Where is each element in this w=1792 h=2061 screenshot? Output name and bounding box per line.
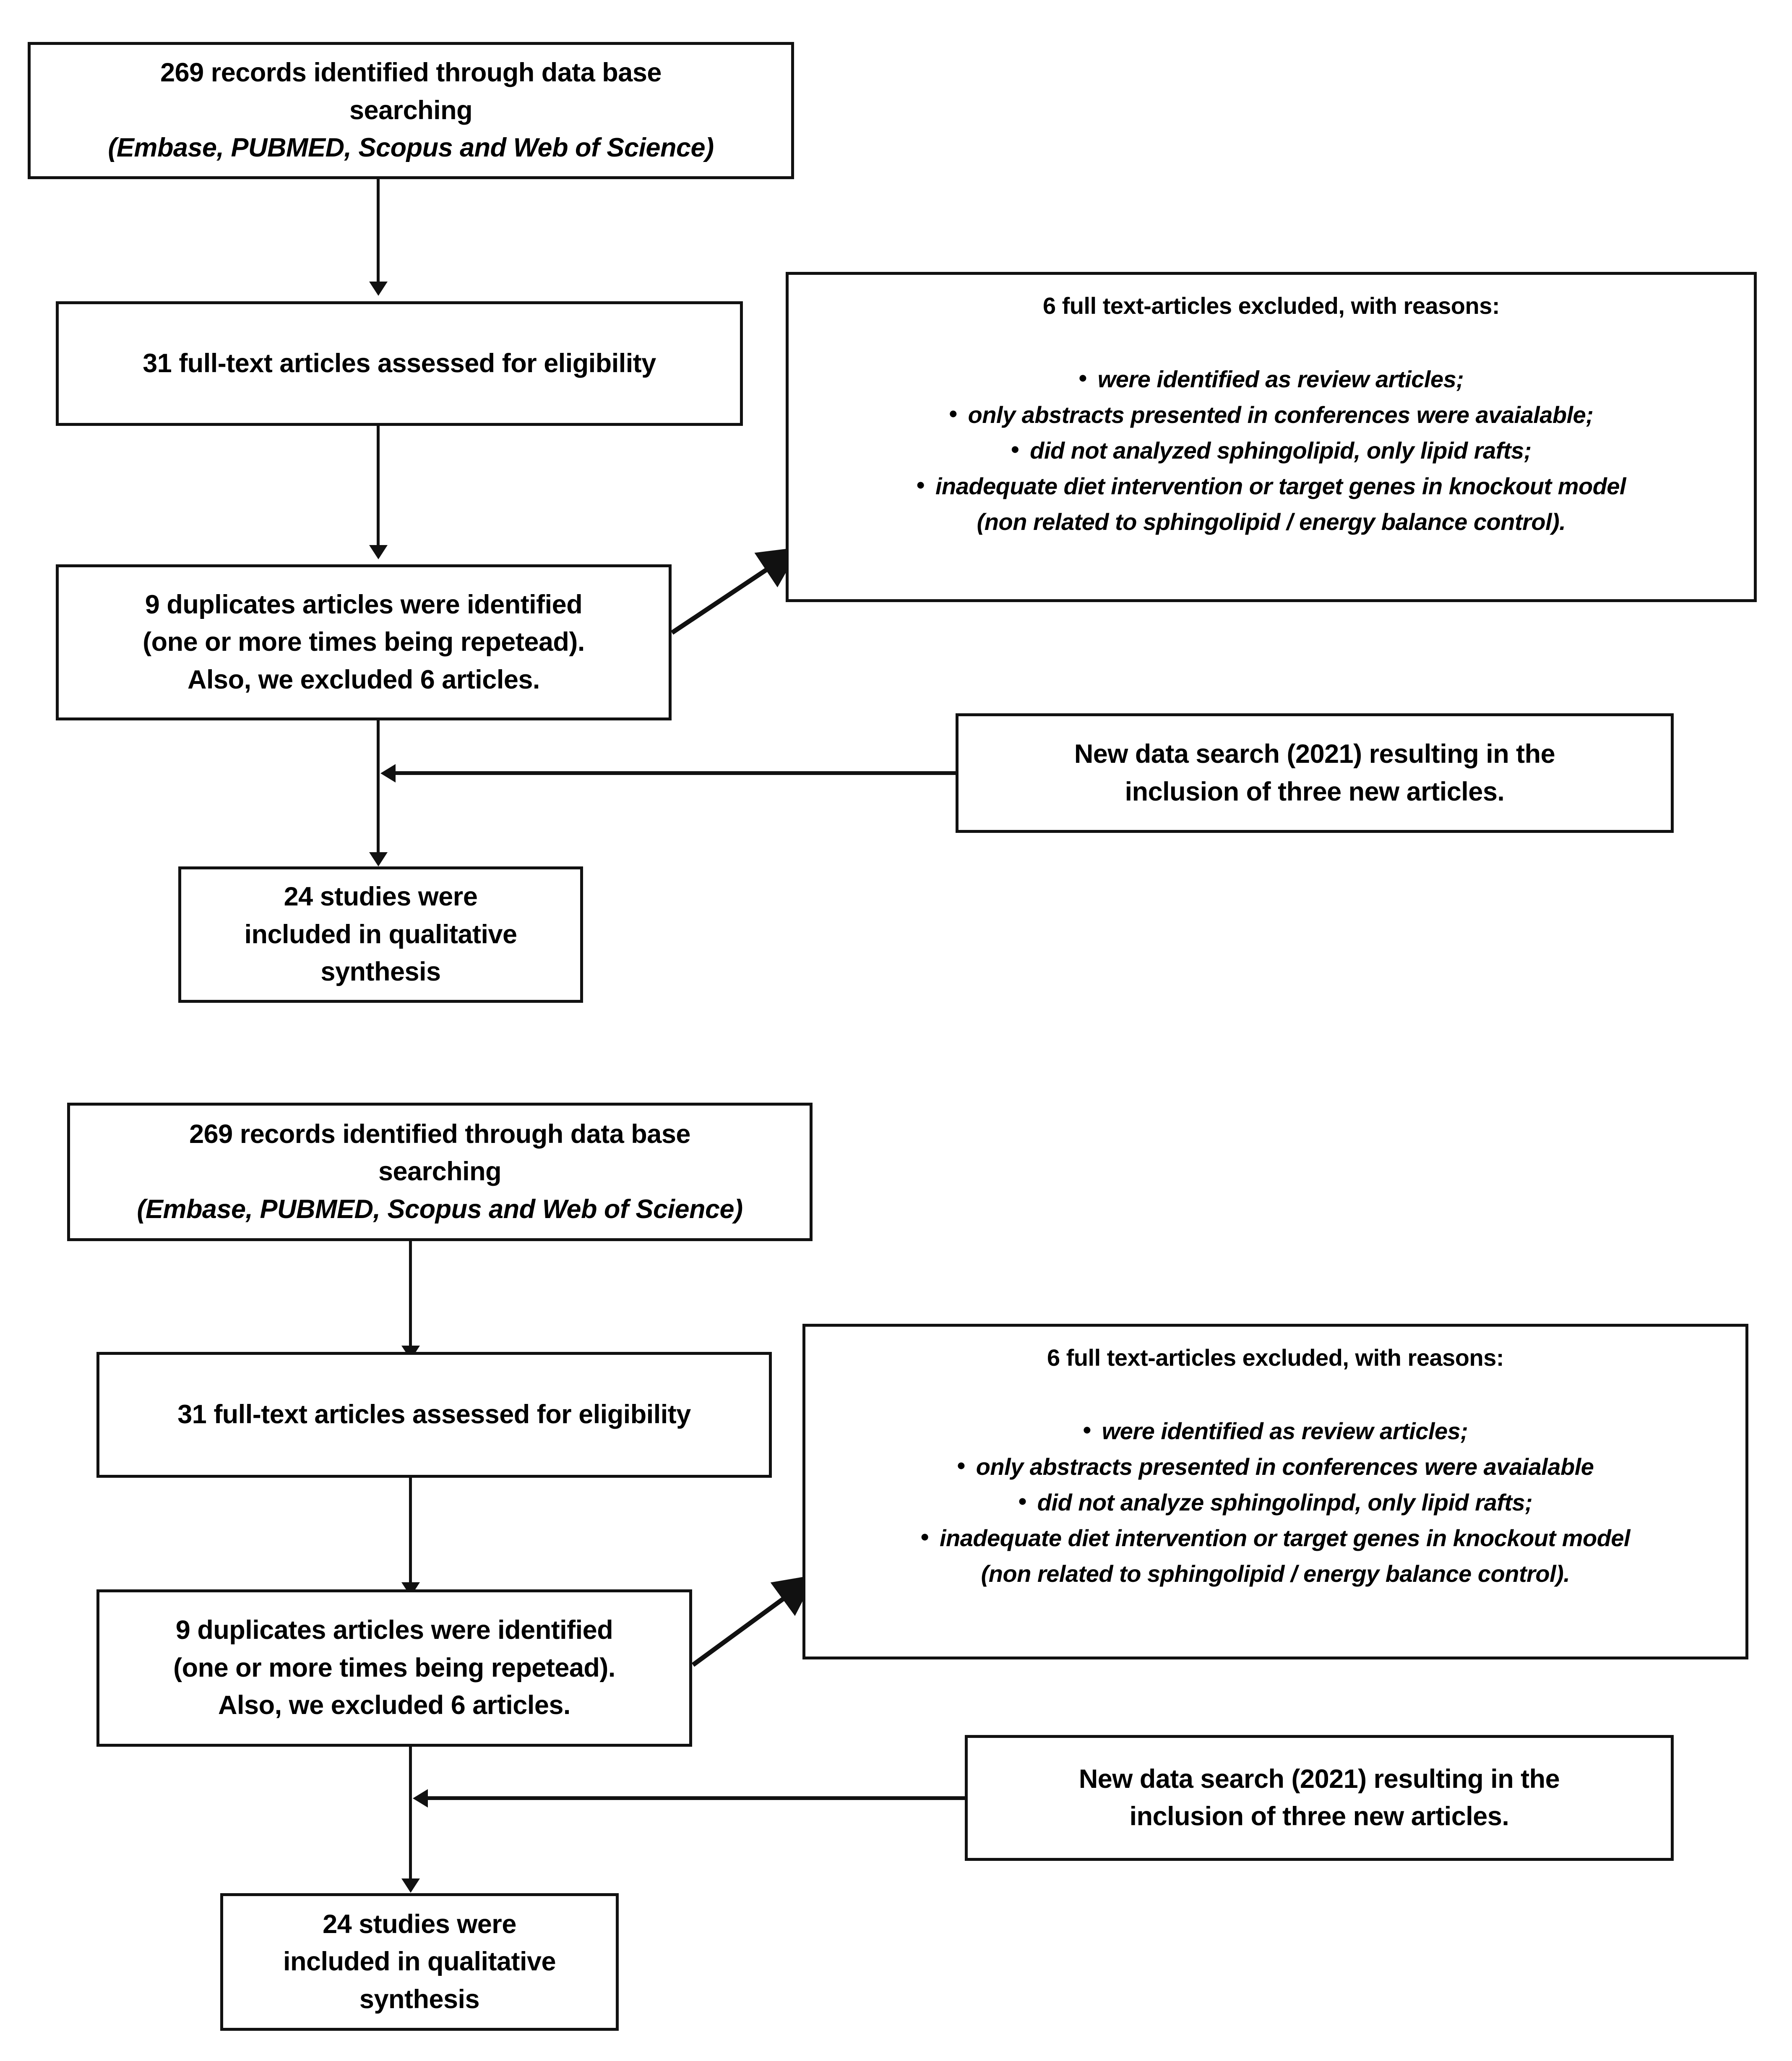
top-connector-records-to-eligibility <box>377 179 380 284</box>
top-included-line1: 24 studies were <box>284 882 478 912</box>
bottom-duplicates-line2: (one or more times being repetead). <box>173 1653 615 1683</box>
top-records-line2: searching <box>349 95 473 125</box>
top-excluded-reason-2-text: only abstracts presented in conferences … <box>968 401 1594 428</box>
bottom-included-line3: synthesis <box>359 1984 480 2014</box>
top-records-line3: (Embase, PUBMED, Scopus and Web of Scien… <box>108 133 714 163</box>
top-duplicates-line3: Also, we excluded 6 articles. <box>188 665 540 694</box>
bottom-eligibility-line1: 31 full-text articles assessed for eligi… <box>177 1400 691 1430</box>
top-duplicates-line2: (one or more times being repetead). <box>143 627 585 657</box>
bottom-duplicates-box: 9 duplicates articles were identified (o… <box>96 1589 692 1747</box>
bottom-excluded-reason-3: • did not analyze sphingolinpd, only lipi… <box>818 1484 1733 1520</box>
top-connector-duplicates-to-excluded <box>670 547 801 635</box>
bottom-excluded-reason-1: • were identified as review articles; <box>818 1413 1733 1449</box>
bottom-connector-duplicates-to-included <box>409 1747 412 1881</box>
bottom-connector-records-to-eligibility <box>409 1241 412 1348</box>
top-duplicates-box: 9 duplicates articles were identified (o… <box>56 564 672 720</box>
top-new-search-line1: New data search (2021) resulting in the <box>1074 739 1555 769</box>
bottom-excluded-reason-2: • only abstracts presented in conferences… <box>818 1449 1733 1484</box>
bottom-excluded-reason-4: • inadequate diet intervention or target … <box>818 1520 1733 1556</box>
bullet-icon: • <box>957 1452 966 1479</box>
top-excluded-reason-4: • inadequate diet intervention or target … <box>801 468 1741 504</box>
bottom-arrowhead-duplicates-to-included <box>401 1878 420 1893</box>
top-excluded-reason-3: • did not analyzed sphingolipid, only lip… <box>801 433 1741 468</box>
top-arrowhead-records-to-eligibility <box>369 282 388 296</box>
bottom-included-line1: 24 studies were <box>323 1909 516 1939</box>
bullet-icon: • <box>916 471 925 498</box>
bottom-connector-new-search-to-spine <box>428 1796 965 1800</box>
top-included-line3: synthesis <box>320 957 441 987</box>
top-excluded-reason-4-continuation: (non related to sphingolipid / energy ba… <box>977 508 1566 535</box>
bottom-eligibility-box: 31 full-text articles assessed for eligi… <box>96 1352 772 1478</box>
bottom-arrowhead-new-search-to-spine <box>413 1789 428 1808</box>
bottom-connector-eligibility-to-duplicates <box>409 1478 412 1585</box>
top-new-search-line2: inclusion of three new articles. <box>1125 777 1505 806</box>
bottom-included-line2: included in qualitative <box>283 1947 556 1977</box>
bullet-icon: • <box>1083 1416 1091 1443</box>
top-excluded-reason-2: • only abstracts presented in conferences… <box>801 397 1741 433</box>
bottom-records-identified-box: 269 records identified through data base… <box>67 1103 813 1241</box>
top-included-studies-box: 24 studies were included in qualitative … <box>178 866 583 1003</box>
bullet-icon: • <box>920 1523 929 1550</box>
bottom-records-line1: 269 records identified through data base <box>189 1119 690 1149</box>
top-arrowhead-duplicates-to-included <box>369 852 388 866</box>
top-excluded-reasons-box: 6 full text-articles excluded, with reas… <box>786 272 1757 602</box>
bottom-excluded-reasons-box: 6 full text-articles excluded, with reas… <box>802 1324 1748 1659</box>
top-eligibility-box: 31 full-text articles assessed for eligi… <box>56 301 743 426</box>
bottom-excluded-reason-1-text: were identified as review articles; <box>1102 1417 1468 1444</box>
top-duplicates-line1: 9 duplicates articles were identified <box>145 590 583 619</box>
bottom-duplicates-line1: 9 duplicates articles were identified <box>175 1615 613 1645</box>
bottom-excluded-reason-3-text: did not analyze sphingolinpd, only lipid… <box>1037 1489 1533 1516</box>
bottom-excluded-reason-4-continuation: (non related to sphingolipid / energy ba… <box>981 1560 1570 1587</box>
top-included-line2: included in qualitative <box>244 919 517 949</box>
bottom-new-search-line2: inclusion of three new articles. <box>1129 1802 1509 1831</box>
top-excluded-reason-1: • were identified as review articles; <box>801 361 1741 397</box>
top-excluded-reason-4-text: inadequate diet intervention or target g… <box>935 472 1626 499</box>
bottom-excluded-reason-list: • were identified as review articles; • on… <box>818 1413 1733 1592</box>
top-new-data-search-box: New data search (2021) resulting in the … <box>956 713 1674 833</box>
top-excluded-reason-3-text: did not analyzed sphingolipid, only lipi… <box>1030 437 1532 464</box>
top-excluded-reason-list: • were identified as review articles; • on… <box>801 361 1741 540</box>
top-eligibility-line1: 31 full-text articles assessed for eligi… <box>143 348 656 378</box>
bottom-connector-duplicates-to-excluded <box>691 1575 816 1667</box>
bottom-excluded-reason-2-text: only abstracts presented in conferences … <box>976 1453 1594 1480</box>
bottom-records-line3: (Embase, PUBMED, Scopus and Web of Scien… <box>137 1194 743 1224</box>
top-connector-new-search-to-spine <box>396 771 956 775</box>
bullet-icon: • <box>1078 364 1087 391</box>
top-arrowhead-eligibility-to-duplicates <box>369 545 388 559</box>
bullet-icon: • <box>1018 1487 1027 1514</box>
top-arrowhead-new-search-to-spine <box>380 764 396 783</box>
bottom-new-data-search-box: New data search (2021) resulting in the … <box>965 1735 1674 1861</box>
bottom-duplicates-line3: Also, we excluded 6 articles. <box>218 1691 570 1720</box>
top-records-identified-box: 269 records identified through data base… <box>28 42 794 179</box>
bottom-new-search-line1: New data search (2021) resulting in the <box>1078 1764 1560 1794</box>
bullet-icon: • <box>1011 436 1019 462</box>
bottom-included-studies-box: 24 studies were included in qualitative … <box>220 1893 619 2031</box>
top-excluded-reason-1-text: were identified as review articles; <box>1097 365 1464 392</box>
bottom-excluded-title: 6 full text-articles excluded, with reas… <box>1047 1344 1504 1371</box>
top-excluded-title: 6 full text-articles excluded, with reas… <box>1042 292 1500 319</box>
top-records-line1: 269 records identified through data base <box>160 58 662 88</box>
bottom-records-line2: searching <box>378 1157 502 1187</box>
bullet-icon: • <box>949 400 958 427</box>
top-connector-eligibility-to-duplicates <box>377 426 380 548</box>
bottom-excluded-reason-4-text: inadequate diet intervention or target g… <box>939 1524 1631 1551</box>
top-connector-duplicates-to-included <box>377 720 380 855</box>
